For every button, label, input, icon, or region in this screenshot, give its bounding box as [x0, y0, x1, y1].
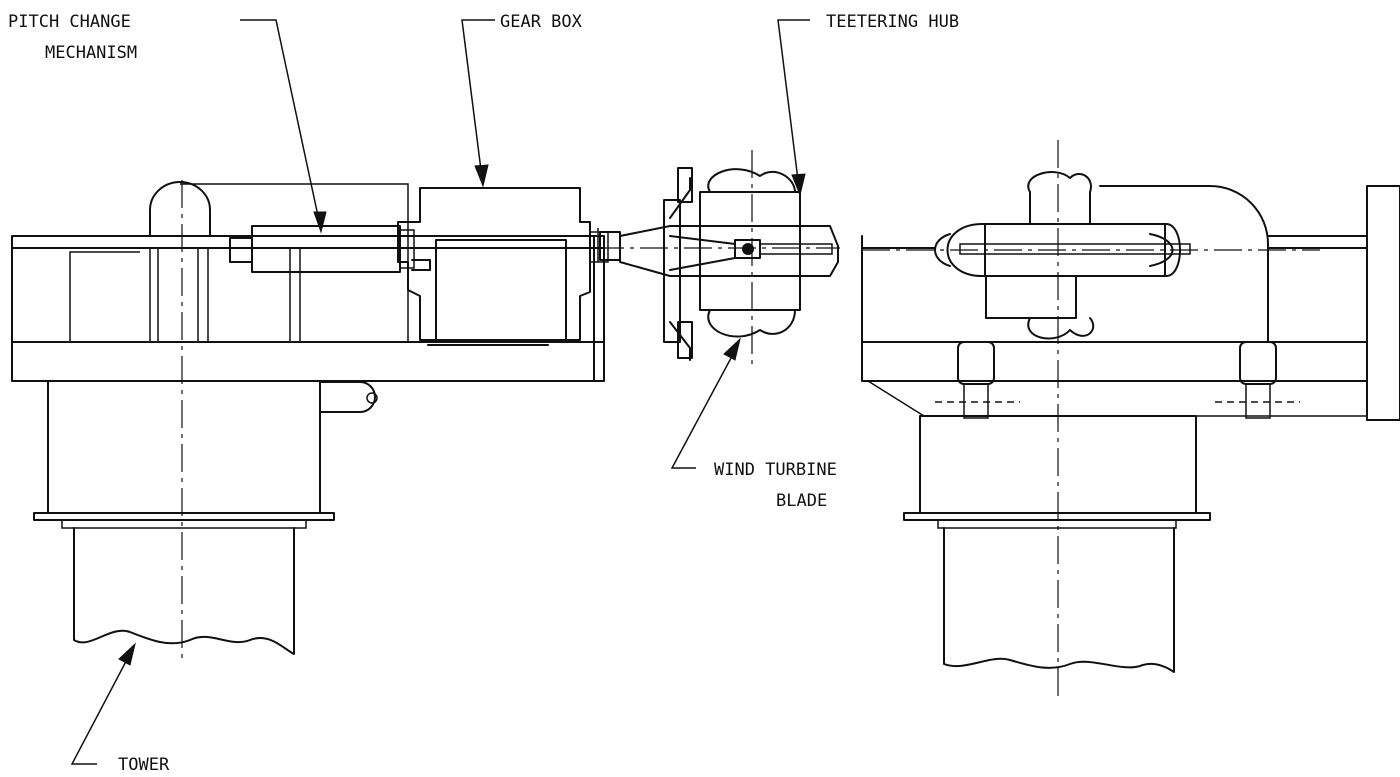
left-view	[11, 150, 840, 664]
right-hub	[934, 171, 1191, 340]
label-pitch-change-line1: PITCH CHANGE	[8, 12, 131, 32]
right-tower	[903, 415, 1211, 673]
gear-box	[397, 187, 609, 346]
label-pitch-change-line2: MECHANISM	[45, 43, 137, 63]
right-view	[861, 140, 1400, 700]
right-mounts	[935, 341, 1300, 419]
labels: PITCH CHANGE MECHANISM GEAR BOX TEETERIN…	[8, 12, 959, 775]
right-nacelle-frame	[861, 185, 1400, 421]
leader-lines	[70, 19, 810, 765]
left-nacelle-frame	[11, 181, 605, 382]
label-tower: TOWER	[118, 755, 170, 775]
left-tower	[33, 380, 378, 655]
label-gear-box: GEAR BOX	[500, 12, 583, 32]
teetering-hub	[599, 167, 839, 361]
label-wind-turbine-line2: BLADE	[776, 491, 827, 511]
label-wind-turbine-line1: WIND TURBINE	[714, 460, 837, 480]
label-teetering-hub: TEETERING HUB	[826, 12, 959, 32]
